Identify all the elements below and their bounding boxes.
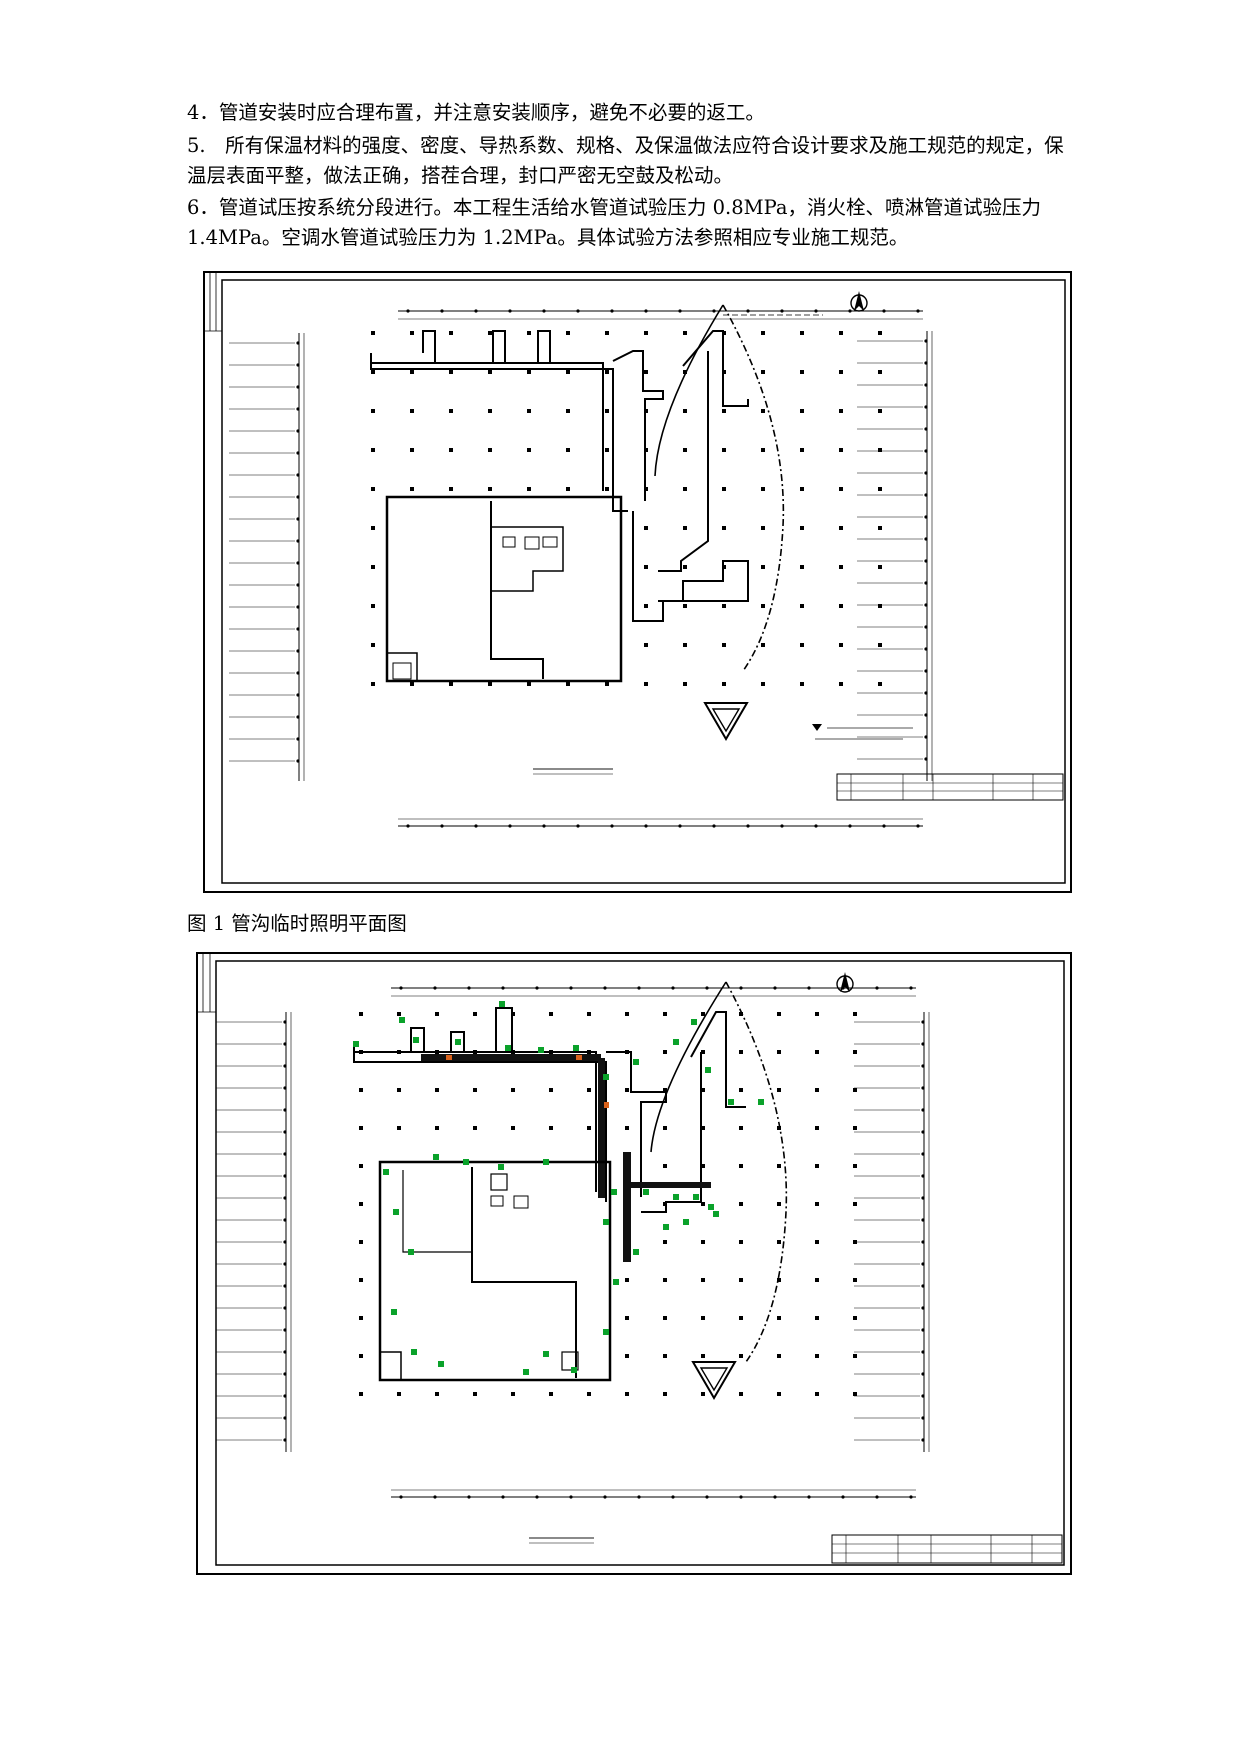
figure-1-caption: 图 1 管沟临时照明平面图 <box>187 912 407 935</box>
paragraph-5: 5. 所有保温材料的强度、密度、导热系数、规格、及保温做法应符合设计要求及施工规… <box>187 134 1064 187</box>
grid-axis-bottom <box>398 818 923 827</box>
curved-facade <box>650 981 788 1363</box>
trench-outline <box>370 330 749 622</box>
triangle-marker-icon <box>691 1361 737 1400</box>
north-arrow-icon <box>850 291 868 312</box>
triangle-marker-icon <box>703 702 749 741</box>
trench-outline <box>353 1007 746 1213</box>
grid-axis-left <box>285 1012 292 1452</box>
drawing-title <box>529 1537 594 1544</box>
drawing-title <box>533 768 613 775</box>
grid-axis-top <box>391 987 916 997</box>
grid-columns <box>229 309 928 828</box>
grid-axis-bottom <box>391 1489 916 1498</box>
paragraph-6: 6．管道试压按系统分段进行。本工程生活给水管道试验压力 0.8MPa，消火栓、喷… <box>187 196 1041 249</box>
grid-axis-right <box>926 331 933 781</box>
green-fixtures <box>353 1001 764 1375</box>
paragraph-4: 4．管道安装时应合理布置，并注意安装顺序，避免不必要的返工。 <box>187 101 765 124</box>
legend-note <box>812 724 913 740</box>
grid-columns <box>216 986 925 1499</box>
pipe-run <box>421 1054 711 1262</box>
grid-axis-right <box>923 1012 930 1452</box>
building-block <box>385 495 623 683</box>
title-block <box>831 1534 1063 1564</box>
title-block <box>836 773 1064 801</box>
grid-axis-left <box>298 333 305 781</box>
figure-1-drawing <box>203 271 1072 893</box>
building-block <box>378 1160 612 1382</box>
figure-2-drawing <box>196 952 1072 1575</box>
north-arrow-icon <box>836 972 854 993</box>
curved-facade <box>654 304 823 672</box>
grid-axis-top <box>398 310 923 320</box>
